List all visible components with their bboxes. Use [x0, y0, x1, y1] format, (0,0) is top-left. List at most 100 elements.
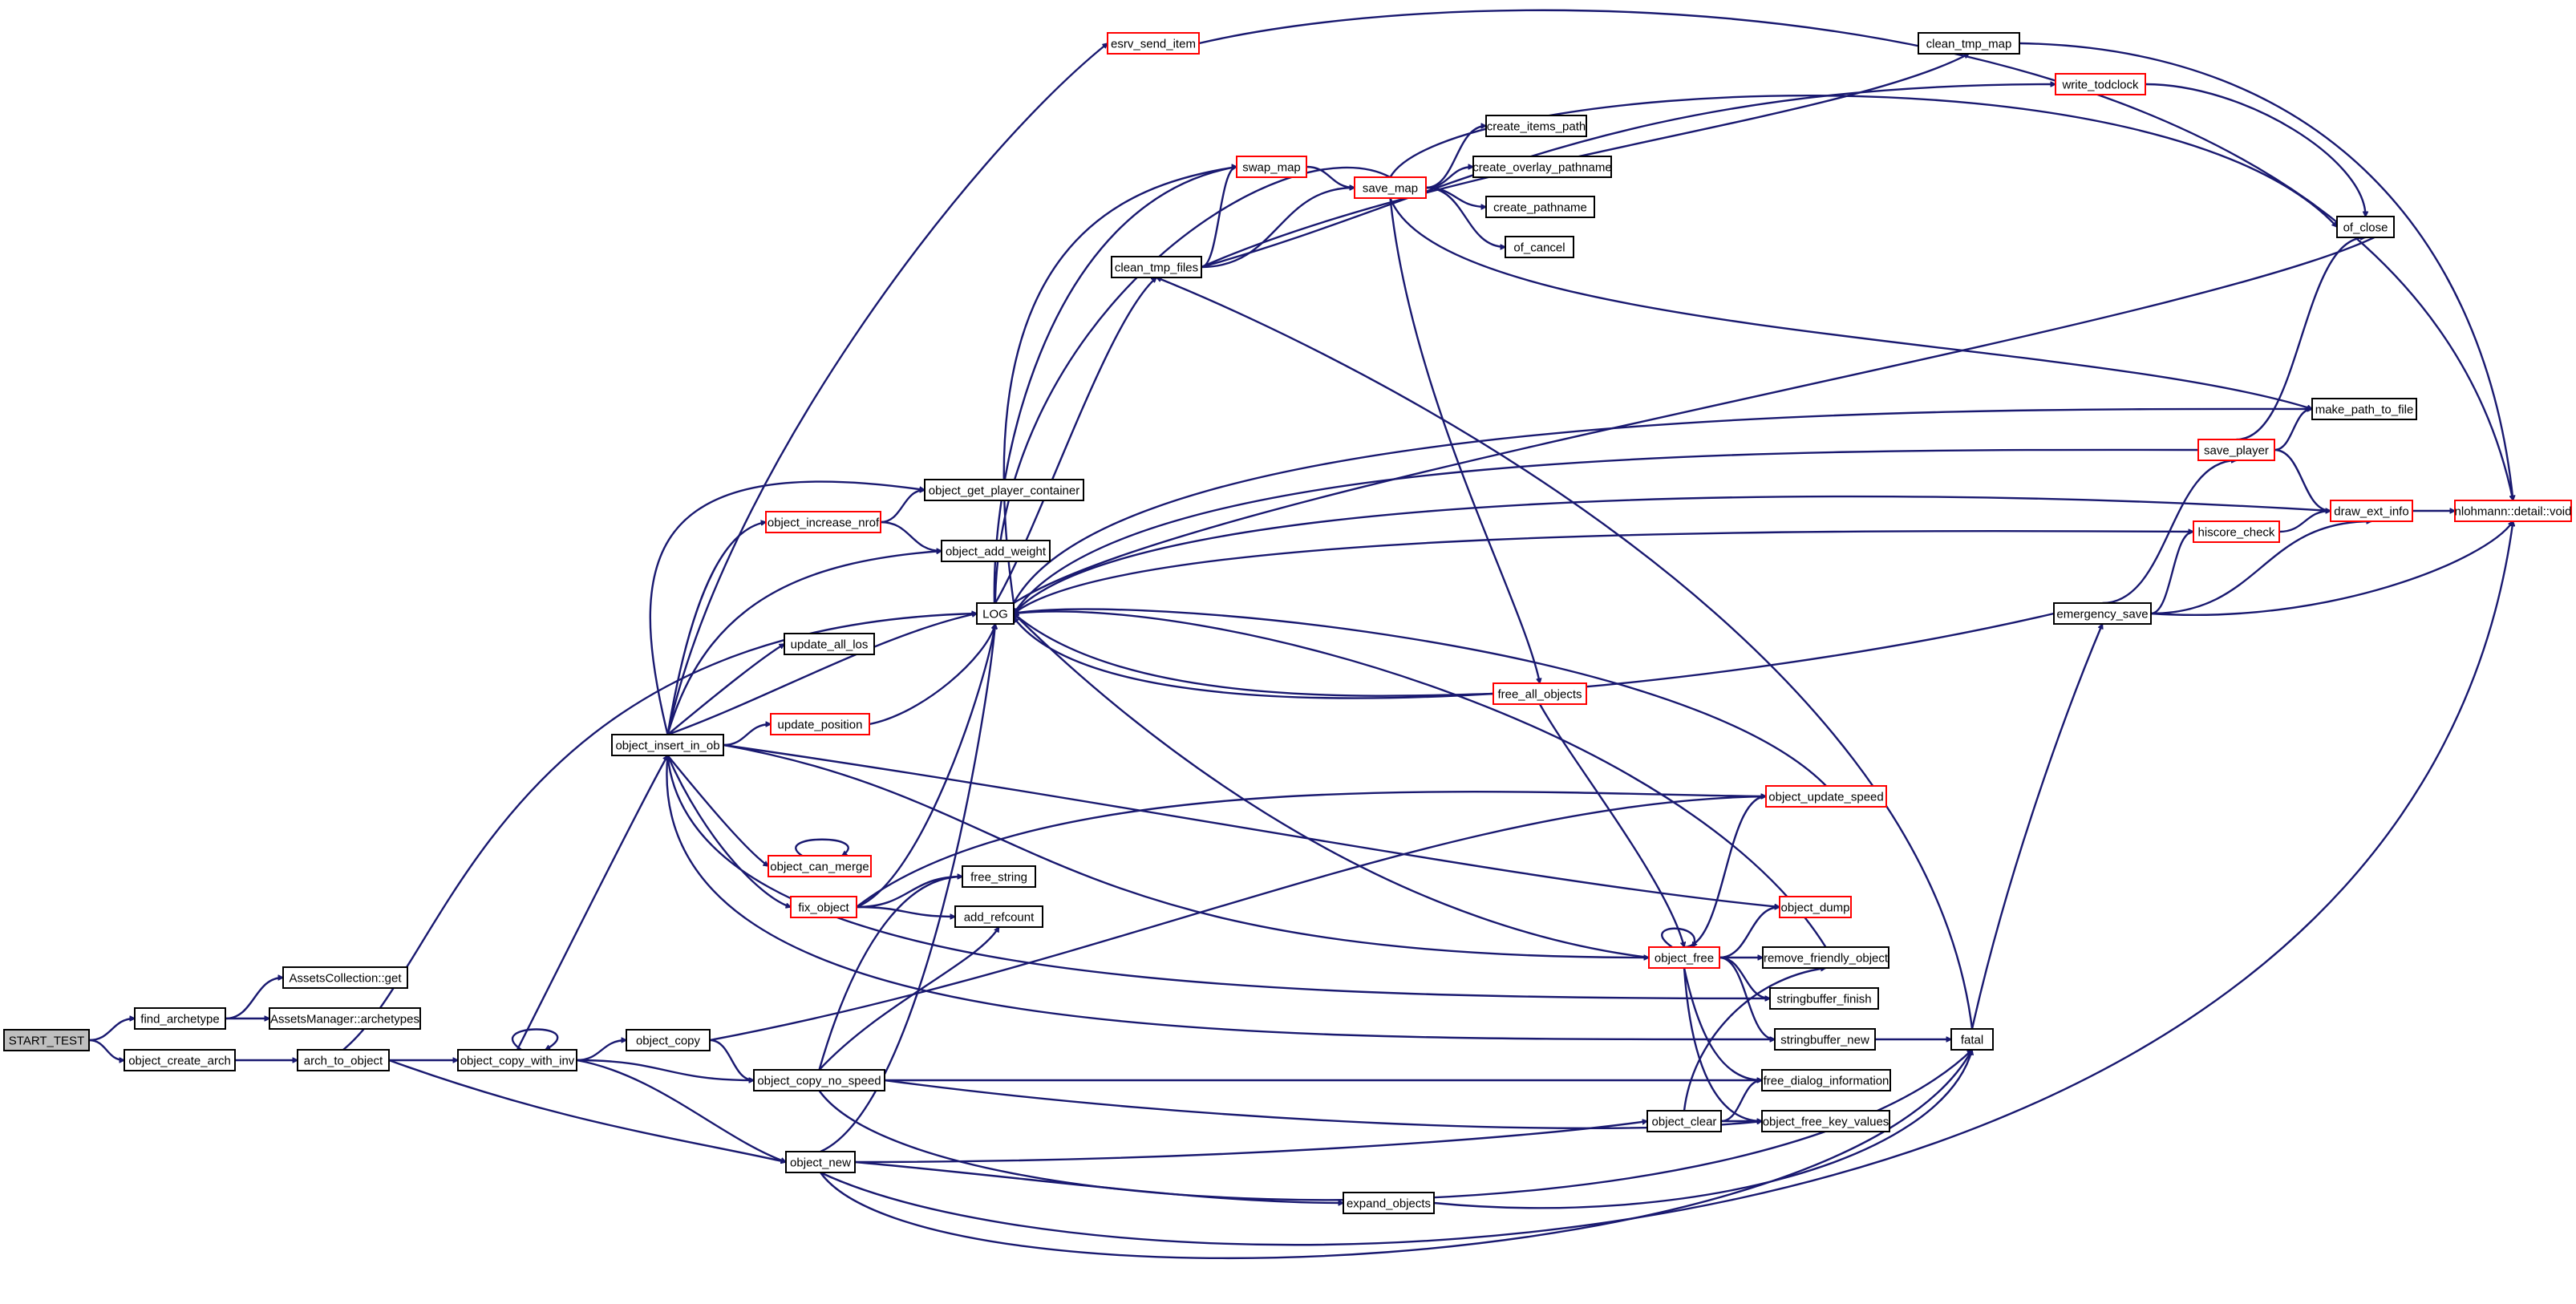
edge-object-insert-in-ob-to-object-increase-nrof	[666, 522, 767, 735]
node-of-close[interactable]: of_close	[2336, 216, 2395, 238]
edge-object-free-to-object-free-key-values	[1683, 967, 1762, 1121]
node-object-copy[interactable]: object_copy	[626, 1029, 711, 1051]
node-clean-tmp-map[interactable]: clean_tmp_map	[1918, 32, 2020, 55]
node-box	[1761, 1069, 1891, 1091]
node-save-map[interactable]: save_map	[1354, 176, 1427, 199]
node-object-free-key-values[interactable]: object_free_key_values	[1761, 1110, 1890, 1132]
edge-object-new-to-fatal	[820, 1050, 1974, 1260]
node-box	[941, 540, 1051, 562]
edge-object-free-to-log	[1014, 614, 1650, 959]
edge-save-player-to-draw-ext-info	[2274, 448, 2331, 511]
node-label: fix_object	[798, 901, 849, 915]
edge-object-copy-no-speed-to-free-string	[818, 877, 963, 1071]
edge-save-map-to-create-items-path	[1425, 126, 1486, 189]
node-swap-map[interactable]: swap_map	[1236, 156, 1307, 178]
node-label: START_TEST	[9, 1035, 84, 1048]
node-object-increase-nrof[interactable]: object_increase_nrof	[765, 511, 881, 533]
node-write-todclock[interactable]: write_todclock	[2055, 73, 2146, 95]
node-box	[1343, 1192, 1435, 1214]
edge-draw-ext-info-to-log	[1014, 495, 2331, 614]
node-object-copy-with-inv[interactable]: object_copy_with_inv	[457, 1049, 577, 1071]
node-object-add-weight[interactable]: object_add_weight	[941, 540, 1051, 562]
node-assets-manager-archetypes[interactable]: AssetsManager::archetypes	[269, 1007, 421, 1030]
node-box	[924, 479, 1084, 501]
node-free-all-objects[interactable]: free_all_objects	[1493, 682, 1587, 705]
node-object-free[interactable]: object_free	[1648, 946, 1720, 969]
node-label: hiscore_check	[2198, 526, 2275, 540]
node-fatal[interactable]: fatal	[1950, 1028, 1994, 1051]
edge-object-insert-in-ob-to-object-add-weight	[666, 551, 942, 735]
node-nlohmann-void[interactable]: nlohmann::detail::void	[2454, 500, 2572, 522]
edge-object-copy-to-object-update-speed	[709, 796, 1766, 1042]
node-free-string[interactable]: free_string	[962, 865, 1036, 888]
node-label: object_free_key_values	[1763, 1116, 1889, 1129]
edge-clean-tmp-map-to-nlohmann-void	[2019, 42, 2513, 500]
node-box	[1485, 196, 1595, 218]
node-remove-friendly-object[interactable]: remove_friendly_object	[1762, 946, 1889, 969]
node-object-copy-no-speed[interactable]: object_copy_no_speed	[753, 1069, 885, 1091]
node-make-path-to-file[interactable]: make_path_to_file	[2311, 398, 2417, 420]
edge-object-free-to-object-free	[1661, 927, 1695, 947]
edge-object-copy-with-inv-to-object-copy-no-speed	[576, 1059, 754, 1080]
node-esrv-send-item[interactable]: esrv_send_item	[1107, 32, 1200, 55]
edge-object-copy-with-inv-to-object-copy-with-inv	[511, 1028, 559, 1051]
node-log[interactable]: LOG	[976, 602, 1015, 625]
node-stringbuffer-finish[interactable]: stringbuffer_finish	[1769, 987, 1879, 1010]
node-stringbuffer-new[interactable]: stringbuffer_new	[1774, 1028, 1876, 1051]
edge-swap-map-to-save-map	[1306, 165, 1355, 188]
node-box	[1761, 1110, 1890, 1132]
node-save-player[interactable]: save_player	[2197, 439, 2275, 461]
node-arch-to-object[interactable]: arch_to_object	[297, 1049, 390, 1071]
node-label: object_free	[1655, 952, 1714, 966]
node-draw-ext-info[interactable]: draw_ext_info	[2330, 500, 2413, 522]
node-object-clear[interactable]: object_clear	[1646, 1110, 1722, 1132]
node-box	[1779, 896, 1852, 918]
node-free-dialog-information[interactable]: free_dialog_information	[1761, 1069, 1891, 1091]
node-object-create-arch[interactable]: object_create_arch	[124, 1049, 236, 1071]
node-object-update-speed[interactable]: object_update_speed	[1765, 785, 1887, 808]
edge-object-insert-in-ob-to-update-position	[723, 724, 771, 747]
node-update-position[interactable]: update_position	[770, 713, 870, 735]
node-box	[962, 865, 1036, 888]
node-update-all-los[interactable]: update_all_los	[784, 633, 875, 655]
node-box	[1918, 32, 2020, 55]
node-hiscore-check[interactable]: hiscore_check	[2193, 520, 2280, 543]
node-expand-objects[interactable]: expand_objects	[1343, 1192, 1435, 1214]
edge-object-update-speed-to-log	[1014, 608, 1827, 787]
edge-object-copy-with-inv-to-object-new	[576, 1059, 786, 1162]
edge-emergency-save-to-save-player	[2102, 460, 2237, 605]
edge-object-insert-in-ob-to-object-get-player-container	[649, 480, 925, 735]
node-box	[1646, 1110, 1722, 1132]
node-label: save_map	[1363, 182, 1418, 196]
edge-object-insert-in-ob-to-esrv-send-item	[666, 43, 1108, 735]
node-clean-tmp-files[interactable]: clean_tmp_files	[1111, 256, 1202, 278]
edge-log-to-swap-map	[1002, 167, 1237, 604]
node-object-new[interactable]: object_new	[785, 1151, 856, 1173]
node-object-get-player-container[interactable]: object_get_player_container	[924, 479, 1084, 501]
node-fix-object[interactable]: fix_object	[790, 896, 857, 918]
node-create-items-path[interactable]: create_items_path	[1485, 115, 1587, 137]
edge-emergency-save-to-hiscore-check	[2150, 532, 2193, 615]
edge-fatal-to-emergency-save	[1970, 624, 2103, 1030]
node-emergency-save[interactable]: emergency_save	[2053, 602, 2152, 625]
node-label: free_all_objects	[1497, 688, 1582, 702]
node-object-can-merge[interactable]: object_can_merge	[768, 855, 872, 877]
node-create-pathname[interactable]: create_pathname	[1485, 196, 1595, 218]
node-label: AssetsManager::archetypes	[270, 1013, 419, 1027]
edge-save-map-to-log	[995, 166, 1391, 624]
node-add-refcount[interactable]: add_refcount	[954, 905, 1043, 928]
nodes-layer: START_TEST find_archetype object_create_ar…	[3, 32, 2572, 1214]
node-label: object_insert_in_ob	[615, 739, 719, 753]
edge-object-new-to-nlohmann-void	[820, 521, 2513, 1246]
node-create-overlay-pathname[interactable]: create_overlay_pathname	[1472, 156, 1612, 178]
node-box	[954, 905, 1043, 928]
edge-save-map-to-free-all-objects	[1389, 197, 1541, 683]
edge-object-insert-in-ob-to-update-all-los	[666, 642, 785, 735]
node-object-insert-in-ob[interactable]: object_insert_in_ob	[611, 734, 724, 756]
node-find-archetype[interactable]: find_archetype	[134, 1007, 226, 1030]
node-of-cancel[interactable]: of_cancel	[1505, 236, 1574, 258]
node-assets-collection-get[interactable]: AssetsCollection::get	[282, 966, 408, 989]
node-start-test[interactable]: START_TEST	[3, 1029, 90, 1051]
node-object-dump[interactable]: object_dump	[1779, 896, 1852, 918]
